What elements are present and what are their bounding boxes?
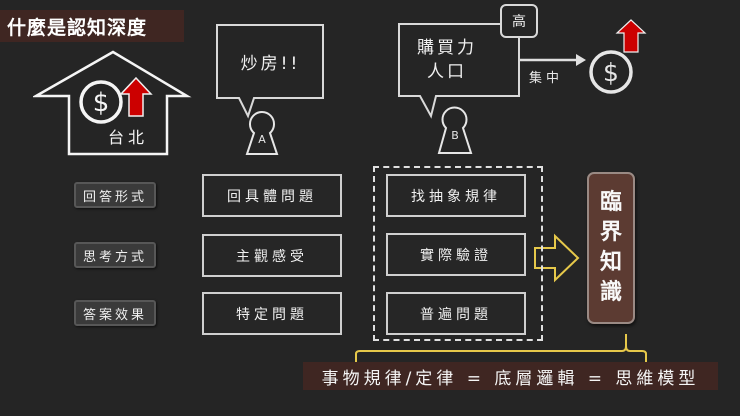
speech-b-text: 購買力 人口 xyxy=(398,36,496,84)
answer-b-row1: 找抽象規律 xyxy=(386,174,526,217)
critical-knowledge-box: 臨 界 知 識 xyxy=(587,172,635,324)
critical-char-1: 臨 xyxy=(599,190,622,215)
critical-char-3: 知 xyxy=(599,250,622,275)
column-b-dashed-frame xyxy=(373,166,543,341)
page-title: 什麼是認知深度 xyxy=(0,10,184,42)
svg-text:A: A xyxy=(258,133,266,146)
concentrate-label: 集中 xyxy=(529,71,564,86)
formula-bar: 事物規律/定律 = 底層邏輯 = 思維模型 xyxy=(303,362,718,390)
svg-text:$: $ xyxy=(603,58,619,87)
row-label-thinking-mode: 思考方式 xyxy=(74,242,156,268)
critical-char-2: 界 xyxy=(599,220,622,245)
high-badge: 高 xyxy=(500,4,538,38)
answer-a-row3: 特定問題 xyxy=(202,292,342,335)
person-b-icon: B xyxy=(437,106,473,154)
dollar-coin-icon: $ xyxy=(589,50,633,94)
answer-b-row2: 實際驗證 xyxy=(386,233,526,276)
concentrate-arrow-icon xyxy=(520,54,586,66)
row-label-answer-effect: 答案效果 xyxy=(74,300,156,326)
answer-a-row2: 主觀感受 xyxy=(202,234,342,277)
svg-text:$: $ xyxy=(93,88,110,118)
red-up-arrow-icon xyxy=(119,76,153,117)
answer-b-row3: 普遍問題 xyxy=(386,292,526,335)
speech-b-line1: 購買力 xyxy=(417,38,477,58)
speech-a-text: 炒房!! xyxy=(240,54,301,74)
dollar-coin-icon: $ xyxy=(79,80,123,124)
critical-char-4: 識 xyxy=(599,280,622,305)
speech-b-line2: 人口 xyxy=(427,62,467,82)
person-a-icon: A xyxy=(245,111,279,155)
house-label: 台北 xyxy=(107,128,148,147)
yellow-bracket xyxy=(355,345,647,362)
row-label-answer-form: 回答形式 xyxy=(74,182,156,208)
red-up-arrow-icon xyxy=(615,19,647,53)
house-icon: $ xyxy=(33,50,192,156)
svg-text:B: B xyxy=(451,129,459,142)
answer-a-row1: 回具體問題 xyxy=(202,174,342,217)
